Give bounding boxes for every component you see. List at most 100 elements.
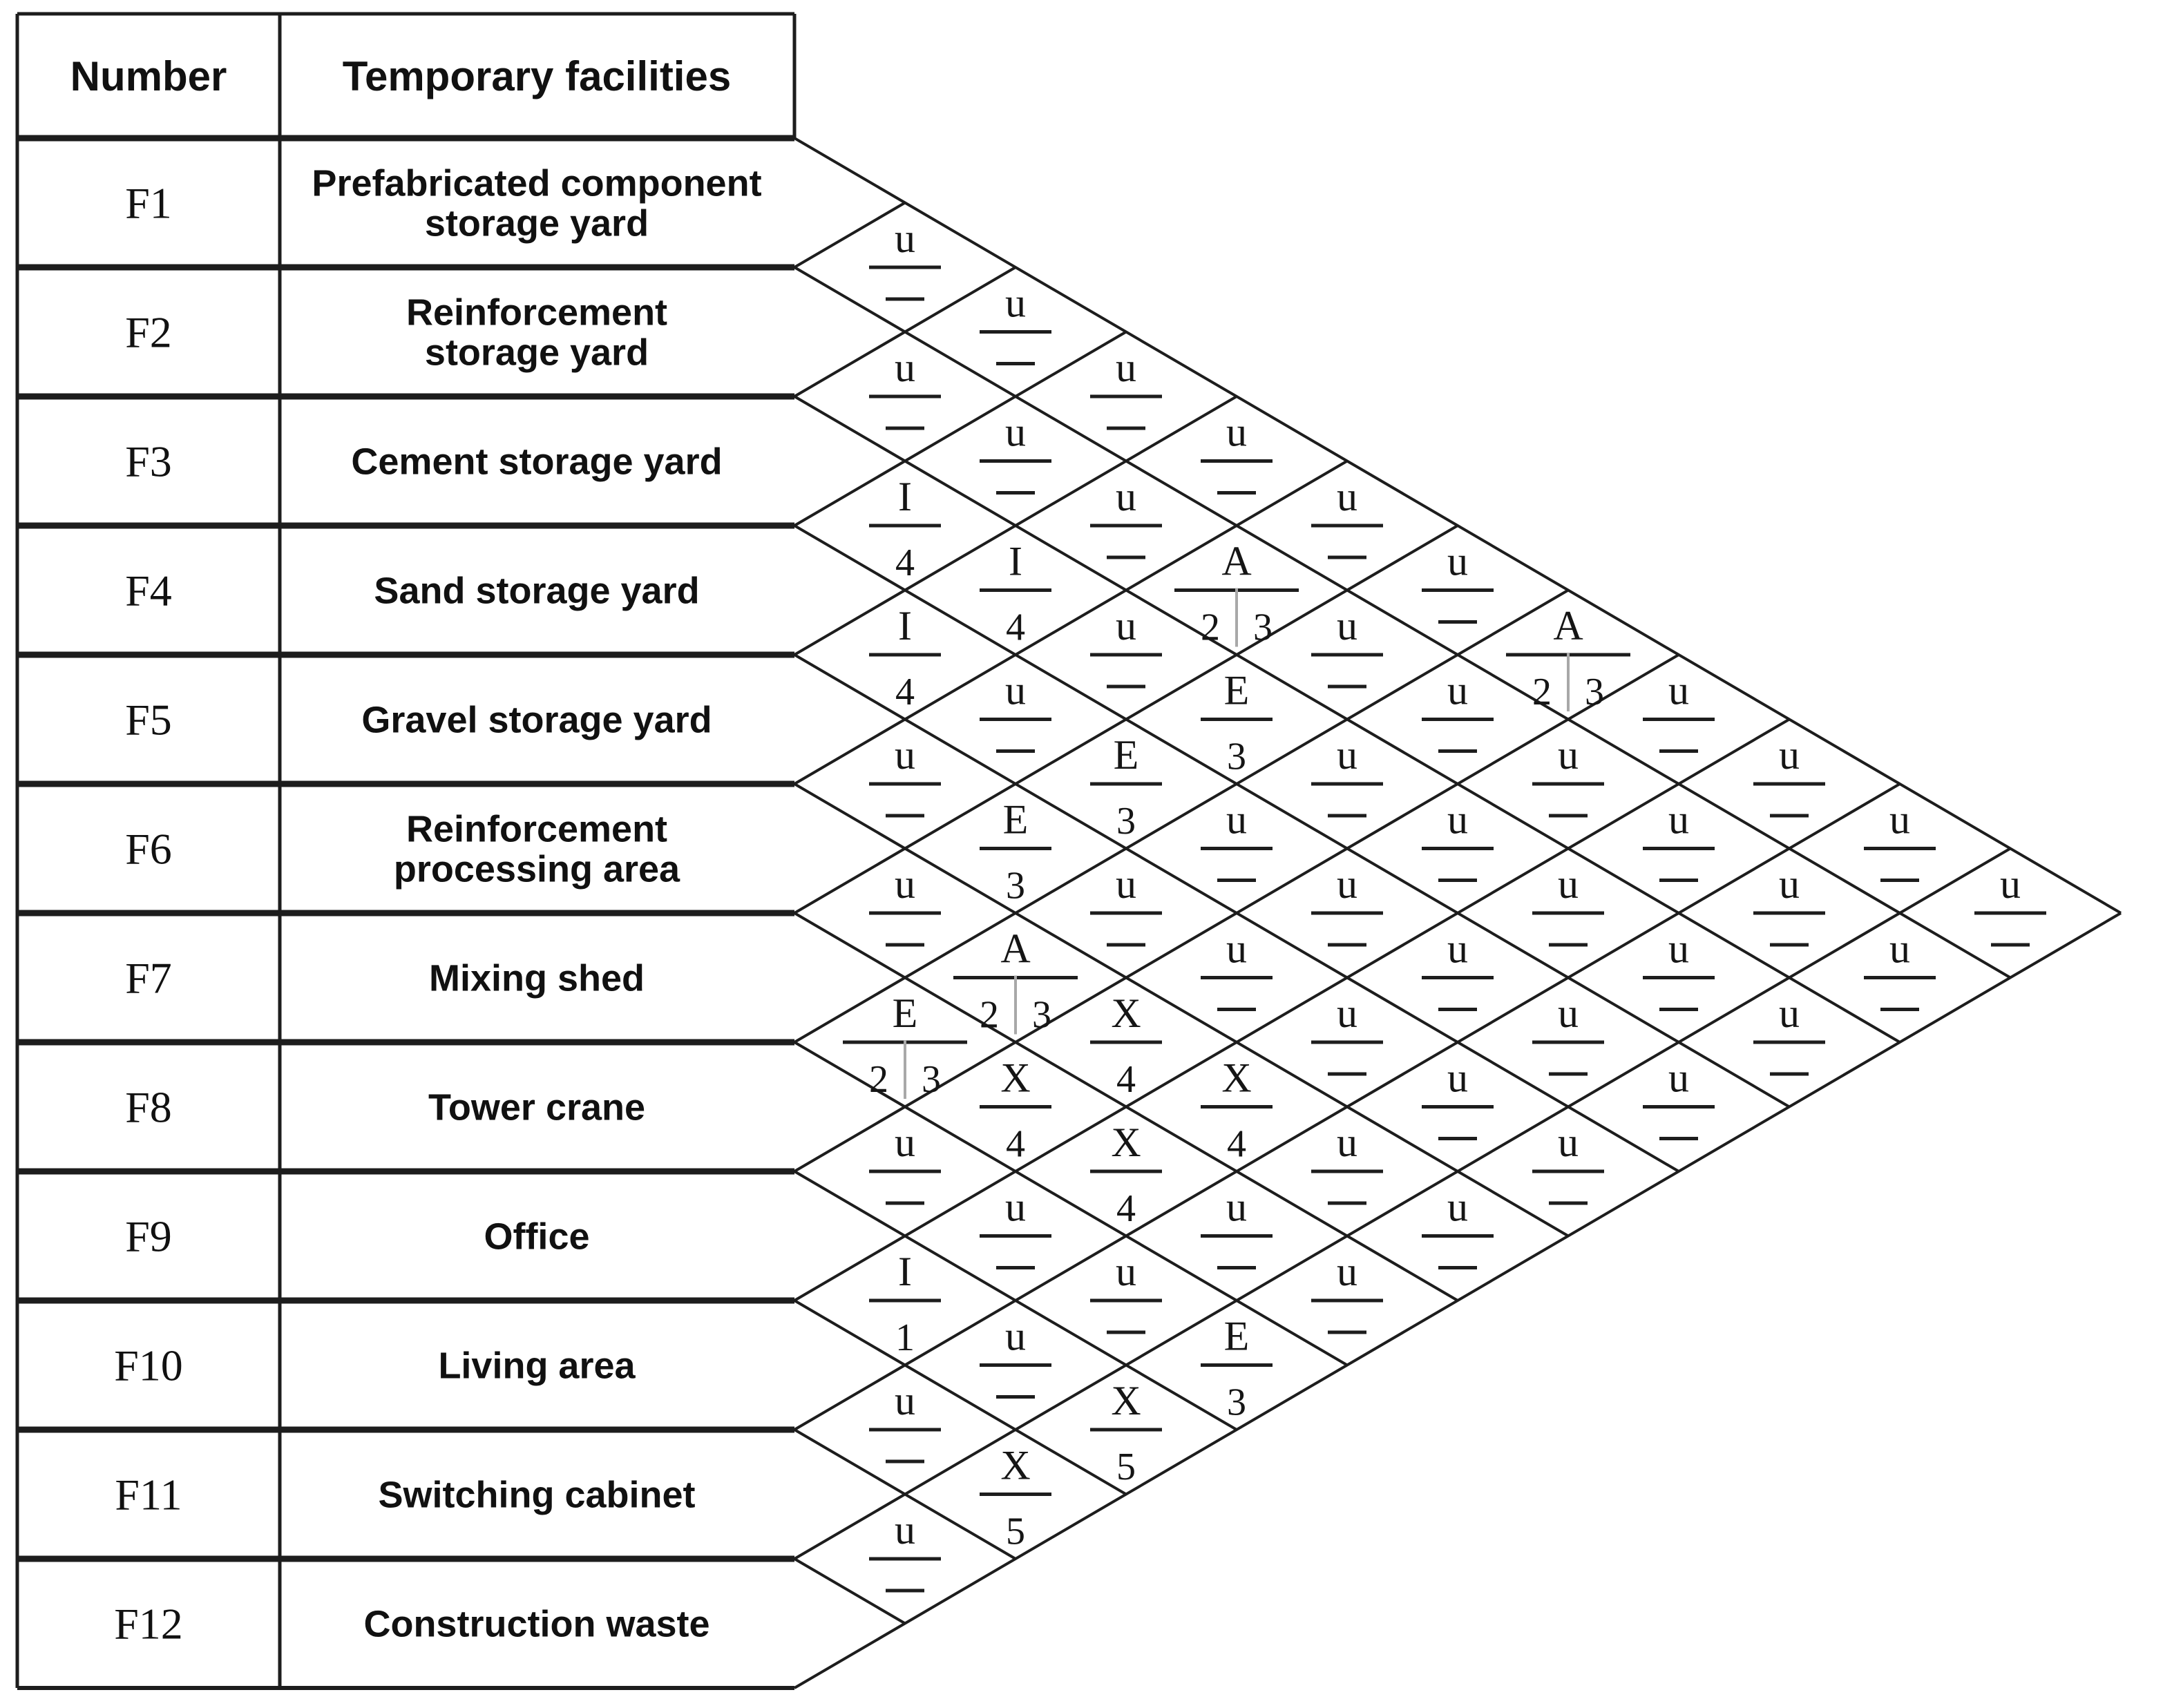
rel-rating: X [1111, 990, 1141, 1036]
rel-cell-F2-F7: u [1311, 603, 1383, 689]
rel-reason: 5 [1116, 1446, 1136, 1488]
rel-rating: u [1116, 861, 1136, 907]
rel-cell-F2-F10: u [1643, 797, 1715, 882]
rel-cell-F9-F12: X5 [1090, 1378, 1162, 1488]
rel-rating: X [1000, 1055, 1030, 1101]
rel-cell-F10-F11: u [869, 1378, 941, 1464]
rel-rating: E [1114, 732, 1139, 778]
rel-cell-F3-F12: u [1753, 990, 1825, 1076]
facility-name: Construction waste [363, 1604, 709, 1645]
rel-rating: u [895, 1378, 915, 1423]
rel-rating: X [1000, 1443, 1030, 1488]
facility-number: F6 [125, 825, 172, 874]
rel-cell-F9-F11: u [980, 1314, 1051, 1399]
rel-rating: u [1558, 990, 1579, 1036]
lattice-diagonal-up [793, 847, 2012, 1560]
rel-reason: 3 [1227, 1381, 1246, 1424]
facility-name: Office [484, 1216, 589, 1258]
facility-number: F11 [115, 1470, 182, 1519]
rel-cell-F8-F12: E3 [1201, 1314, 1273, 1424]
rel-reason: 1 [895, 1316, 915, 1359]
rel-cell-F2-F9: u [1532, 732, 1604, 818]
rel-cell-F2-F8: u [1422, 668, 1494, 753]
rel-cell-F1-F9: u [1643, 668, 1715, 753]
rel-cell-F3-F6: u [1090, 603, 1162, 689]
rel-cell-F5-F11: u [1422, 1055, 1494, 1140]
rel-rating: u [1558, 861, 1579, 907]
rel-cell-F8-F10: u [980, 1184, 1051, 1269]
rel-reason: 2 [1532, 671, 1552, 713]
rel-rating: u [1005, 668, 1026, 713]
lattice-diagonal-up [793, 653, 1680, 1173]
rel-cell-F6-F11: u [1311, 1120, 1383, 1205]
rel-rating: u [1447, 797, 1468, 843]
rel-cell-F1-F12: u [1974, 861, 2046, 947]
rel-cell-F4-F7: E3 [1090, 732, 1162, 843]
facility-number: F1 [125, 179, 172, 228]
rel-cell-F5-F12: u [1532, 1120, 1604, 1205]
rel-cell-F7-F9: X4 [980, 1055, 1051, 1166]
rel-cell-F1-F4: u [1090, 345, 1162, 430]
rel-rating: I [1009, 539, 1022, 584]
rel-rating: u [1337, 990, 1357, 1036]
rel-reason: 3 [1032, 994, 1051, 1037]
rel-reason: 2 [980, 994, 999, 1037]
rel-cell-F7-F10: X4 [1090, 1120, 1162, 1230]
rel-cell-F3-F10: u [1532, 861, 1604, 947]
facility-number: F8 [125, 1083, 172, 1132]
rel-rating: u [1226, 410, 1247, 455]
rel-rating: u [1005, 280, 1026, 326]
facility-number: F12 [114, 1600, 183, 1649]
rel-cell-F7-F11: u [1201, 1184, 1273, 1269]
rel-cell-F2-F11: u [1753, 861, 1825, 947]
rel-rating: I [898, 1249, 912, 1294]
rel-cell-F3-F11: u [1643, 926, 1715, 1011]
rel-reason: 2 [869, 1058, 888, 1101]
rel-rating: E [1003, 797, 1029, 843]
facility-name: Living area [438, 1345, 636, 1387]
rel-reason: 4 [1227, 1123, 1246, 1166]
rel-cell-F3-F8: u [1311, 732, 1383, 818]
rel-cell-F4-F9: u [1311, 861, 1383, 947]
rel-rating: u [895, 1507, 915, 1553]
rel-rating: u [1337, 861, 1357, 907]
rel-rating: u [1889, 926, 1910, 972]
rel-rating: u [1779, 990, 1800, 1036]
rel-rating: u [1668, 1055, 1689, 1101]
rel-rating: u [895, 861, 915, 907]
rel-rating: E [1224, 668, 1250, 713]
rel-rating: u [895, 215, 915, 261]
rel-reason: 3 [1585, 671, 1604, 713]
rel-cell-F1-F11: u [1864, 797, 1936, 882]
rel-rating: u [1668, 797, 1689, 843]
rel-rating: E [1224, 1314, 1250, 1359]
rel-cell-F2-F4: u [980, 410, 1051, 495]
rel-cell-F4-F6: u [980, 668, 1051, 753]
rel-rating: u [1447, 668, 1468, 713]
header-number: Number [70, 53, 227, 99]
facility-table-grid [15, 12, 797, 1690]
rel-rating: A [1553, 603, 1583, 649]
rel-cell-F11-F12: u [869, 1507, 941, 1593]
rel-cell-F1-F3: u [980, 280, 1051, 365]
facility-number: F7 [125, 954, 172, 1003]
rel-rating: u [1226, 797, 1247, 843]
rel-rating: u [1337, 1120, 1357, 1165]
rel-cell-F1-F10: u [1753, 732, 1825, 818]
rel-cell-F1-F7: u [1422, 539, 1494, 624]
facility-name: Cement storage yard [351, 441, 722, 483]
rel-rating: u [1337, 1249, 1357, 1294]
rel-rating: u [895, 1120, 915, 1165]
rel-cell-F8-F11: u [1090, 1249, 1162, 1334]
rel-rating: A [1221, 539, 1251, 584]
rel-rating: u [1558, 1120, 1579, 1165]
